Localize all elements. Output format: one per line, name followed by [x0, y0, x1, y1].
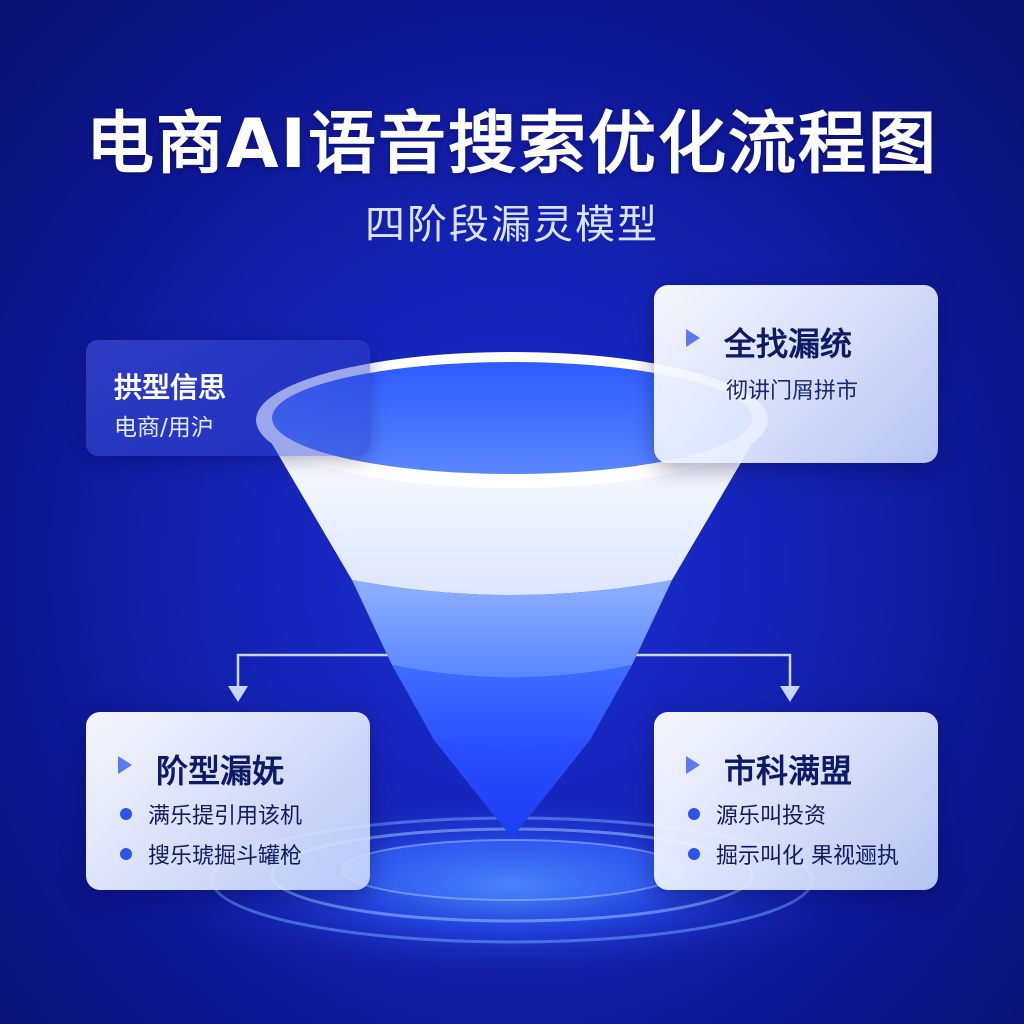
arrow-right-icon	[780, 686, 800, 702]
connector-left	[236, 653, 395, 690]
page-title: 电商AI语音搜索优化流程图	[86, 105, 938, 184]
card-top-left-text: 电商/用沪	[114, 415, 214, 441]
connector-right	[632, 653, 792, 690]
arrow-left-icon	[228, 686, 248, 702]
card-top-left: 拱型信思 电商/用沪	[86, 340, 370, 456]
card-top-right: 全找漏统 彻讲门屑拼市	[654, 285, 938, 463]
bullet-text: 掘示叫化 果视逦执	[716, 844, 899, 869]
bullet-dot-icon	[688, 808, 700, 820]
funnel-opening	[272, 362, 752, 474]
funnel-band-third	[392, 665, 632, 750]
card-bottom-right: 市科满盟 源乐叫投资 掘示叫化 果视逦执	[654, 712, 938, 890]
bullet-text: 源乐叫投资	[716, 804, 827, 829]
bullet-text: 搜乐琥掘斗罐枪	[148, 844, 303, 869]
funnel-band-tip	[434, 740, 590, 838]
card-top-right-text: 彻讲门屑拼市	[726, 379, 859, 404]
list-item: 源乐叫投资	[688, 798, 826, 830]
triangle-bullet-icon	[686, 329, 700, 347]
base-ring-inner	[341, 839, 683, 901]
list-item: 掘示叫化 果视逦执	[688, 838, 899, 870]
list-item: 搜乐琥掘斗罐枪	[120, 838, 302, 870]
card-bottom-left: 阶型漏妩 满乐提引用该机 搜乐琥掘斗罐枪	[86, 712, 370, 890]
triangle-bullet-icon	[118, 756, 132, 774]
card-top-left-title: 拱型信思	[114, 371, 227, 404]
bullet-dot-icon	[688, 848, 700, 860]
bullet-dot-icon	[120, 848, 132, 860]
card-bottom-left-title: 阶型漏妩	[156, 752, 285, 790]
card-top-right-title: 全找漏统	[724, 325, 853, 363]
list-item: 满乐提引用该机	[120, 798, 302, 830]
funnel-band-second	[352, 580, 672, 678]
triangle-bullet-icon	[686, 756, 700, 774]
page-subtitle: 四阶段漏灵模型	[365, 202, 659, 248]
card-bottom-right-title: 市科满盟	[724, 752, 853, 790]
bullet-text: 满乐提引用该机	[148, 804, 303, 829]
bullet-dot-icon	[120, 808, 132, 820]
